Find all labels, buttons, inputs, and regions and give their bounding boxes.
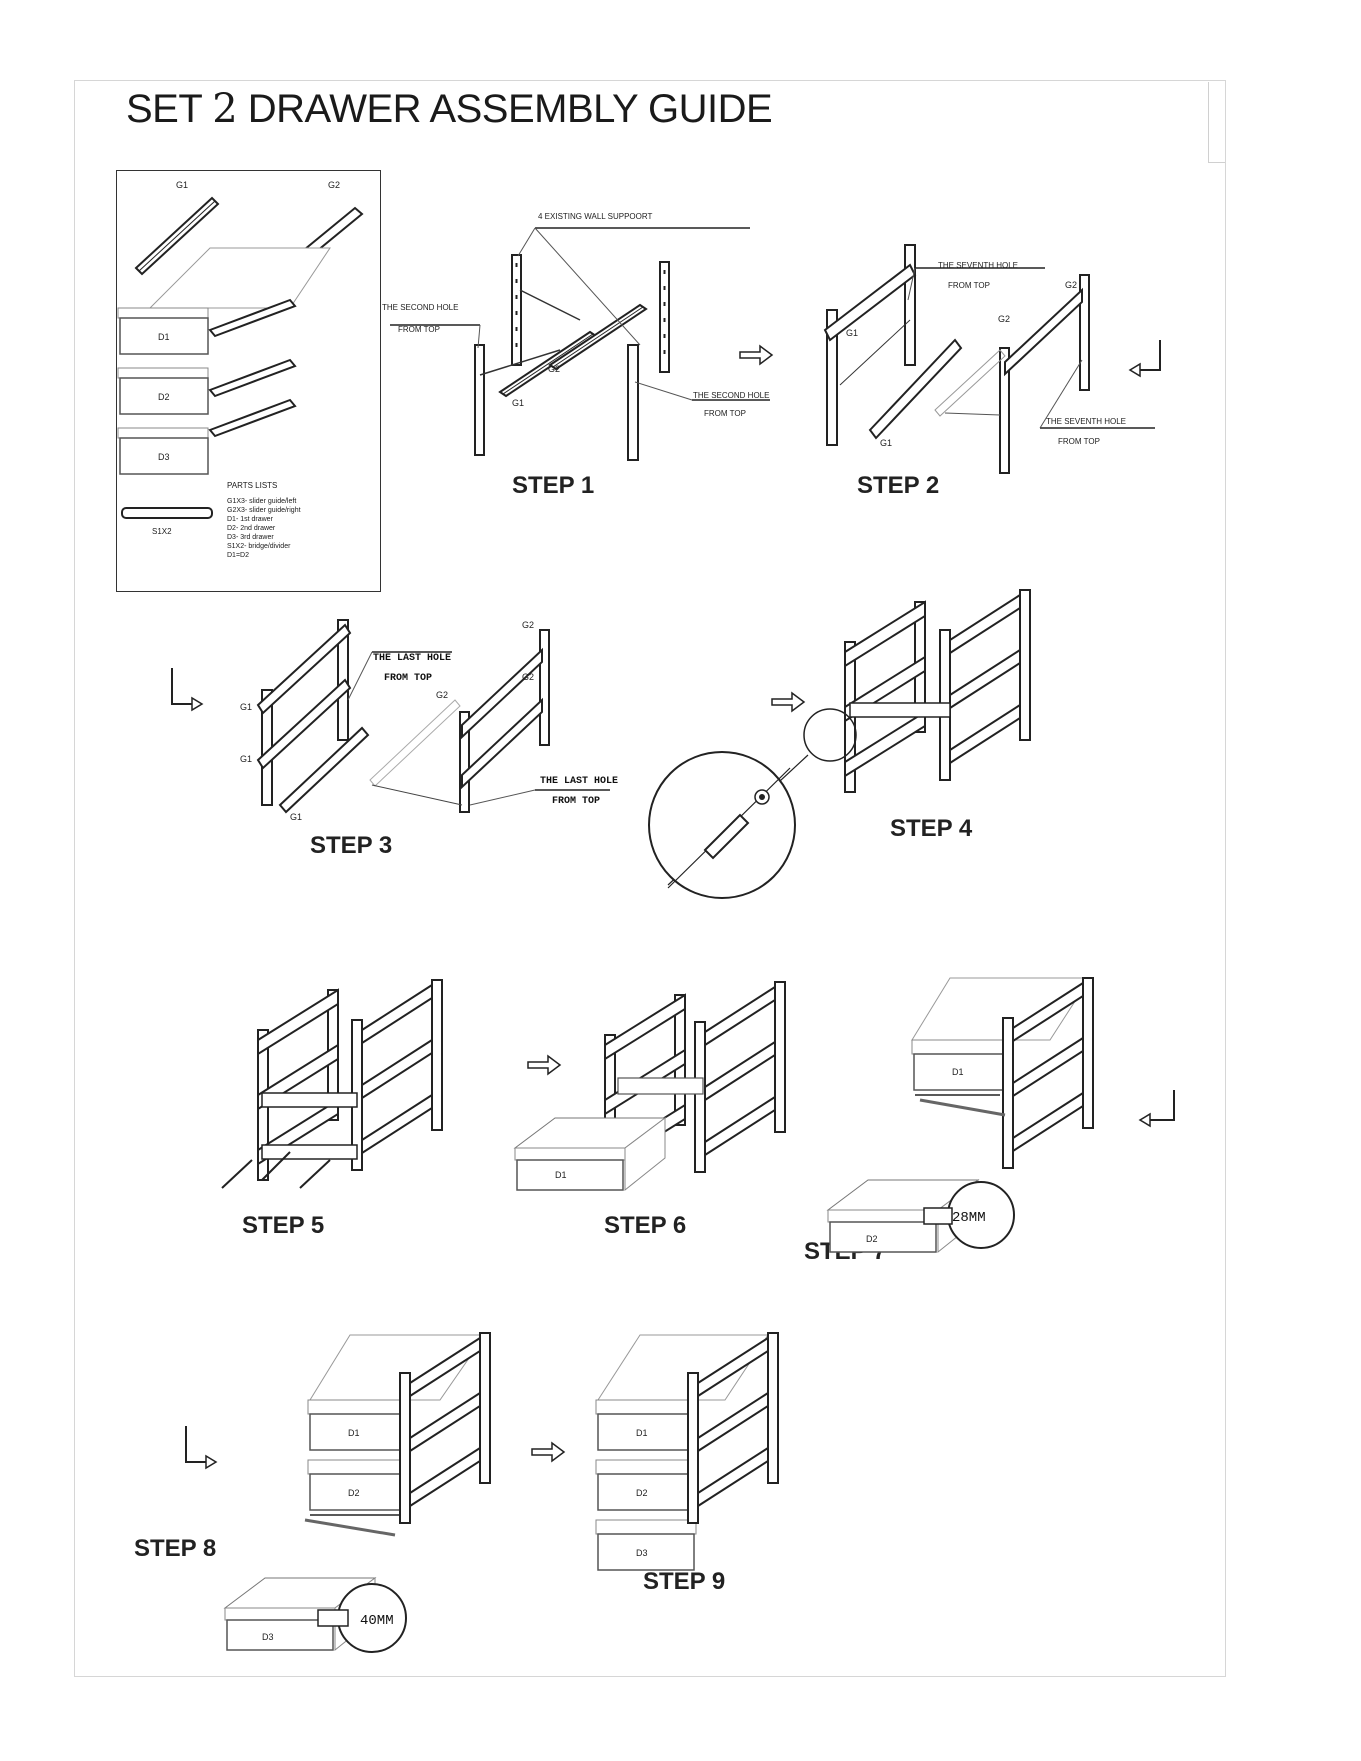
step-3-g1-label-low: G1 bbox=[290, 812, 302, 822]
step-2-g1-label: G1 bbox=[846, 328, 858, 338]
step-7-d1-label: D1 bbox=[952, 1067, 964, 1077]
step-8-d3-label: D3 bbox=[262, 1632, 274, 1642]
arrow-turn-right-icon bbox=[171, 668, 204, 712]
parts-list-box: PARTS LISTS G1X3- slider guide/left G2X3… bbox=[116, 170, 381, 592]
step-6-d1-label: D1 bbox=[555, 1170, 567, 1180]
step-1-wall-support-callout: 4 EXISTING WALL SUPPOORT bbox=[538, 212, 653, 221]
step-3-g1-label-mid: G1 bbox=[240, 754, 252, 764]
parts-list-item: S1X2- bridge/divider bbox=[227, 543, 291, 550]
step-4-drawing bbox=[648, 589, 1031, 899]
parts-d3-label: D3 bbox=[158, 452, 170, 462]
step-5-drawing bbox=[221, 979, 443, 1189]
parts-list-item: D1- 1st drawer bbox=[227, 516, 273, 523]
step-3-g2-label-low: G2 bbox=[436, 690, 448, 700]
step-6-label: STEP 6 bbox=[604, 1212, 687, 1239]
arrow-right-icon bbox=[527, 1054, 562, 1076]
step-8-drawing bbox=[224, 1332, 491, 1653]
step-3-last-hole-callout-right: THE LAST HOLE bbox=[540, 776, 618, 787]
parts-drawing bbox=[117, 196, 364, 519]
arrow-turn-right-icon bbox=[185, 1426, 218, 1470]
parts-g1-label: G1 bbox=[176, 180, 188, 190]
title-prefix: SET bbox=[126, 87, 213, 131]
step-3-g2-label: G2 bbox=[522, 620, 534, 630]
step-5-label: STEP 5 bbox=[242, 1212, 325, 1239]
parts-d1-label: D1 bbox=[158, 332, 170, 342]
step-9-d1-label: D1 bbox=[636, 1428, 648, 1438]
step-3-g1-label: G1 bbox=[240, 702, 252, 712]
parts-g2-label: G2 bbox=[328, 180, 340, 190]
step-3-from-top-callout: FROM TOP bbox=[384, 673, 432, 684]
step-7-drawing bbox=[827, 977, 1094, 1253]
arrow-return-left-icon bbox=[1128, 340, 1161, 378]
step-1-g2-label: G2 bbox=[548, 364, 560, 374]
arrow-right-icon bbox=[531, 1441, 566, 1463]
title-number: 2 bbox=[212, 86, 238, 132]
step-7-gap-callout: 28MM bbox=[952, 1210, 986, 1226]
step-4-label: STEP 4 bbox=[890, 815, 973, 842]
parts-list-item: D3- 3rd drawer bbox=[227, 534, 274, 541]
step-1-second-hole-callout: THE SECOND HOLE bbox=[382, 303, 458, 312]
step-8-d2-label: D2 bbox=[348, 1488, 360, 1498]
step-9-d3-label: D3 bbox=[636, 1548, 648, 1558]
step-8-d1-label: D1 bbox=[348, 1428, 360, 1438]
step-2-seventh-hole-callout-right: THE SEVENTH HOLE bbox=[1046, 417, 1126, 426]
step-8-label: STEP 8 bbox=[134, 1535, 217, 1562]
step-2-g1-label-lower: G1 bbox=[880, 438, 892, 448]
step-2-g2-label-lower: G2 bbox=[998, 314, 1010, 324]
parts-list-item: G2X3- slider guide/right bbox=[227, 507, 301, 514]
step-2-from-top-callout-right: FROM TOP bbox=[1058, 437, 1100, 446]
step-9-d2-label: D2 bbox=[636, 1488, 648, 1498]
step-3-last-hole-callout: THE LAST HOLE bbox=[373, 653, 451, 664]
step-3-drawing bbox=[256, 619, 610, 814]
page-edge bbox=[1208, 82, 1225, 163]
parts-list-item: D2- 2nd drawer bbox=[227, 525, 276, 532]
step-1-drawing bbox=[390, 227, 770, 461]
step-8-gap-callout: 40MM bbox=[360, 1613, 394, 1629]
step-2-drawing bbox=[823, 244, 1155, 474]
step-9-drawing bbox=[595, 1332, 779, 1571]
step-1-from-top-callout: FROM TOP bbox=[398, 325, 440, 334]
step-1-g1-label: G1 bbox=[512, 398, 524, 408]
step-2-g2-label: G2 bbox=[1065, 280, 1077, 290]
step-3-label: STEP 3 bbox=[310, 832, 393, 859]
step-1-second-hole-callout-right: THE SECOND HOLE bbox=[693, 391, 769, 400]
step-6-drawing bbox=[514, 981, 786, 1191]
step-7-d2-label: D2 bbox=[866, 1234, 878, 1244]
parts-list: G1X3- slider guide/left G2X3- slider gui… bbox=[227, 497, 301, 560]
step-9-label: STEP 9 bbox=[643, 1568, 726, 1595]
step-3-g2-label-mid: G2 bbox=[522, 672, 534, 682]
parts-s1-label: S1X2 bbox=[152, 527, 172, 536]
arrow-right-icon bbox=[739, 344, 774, 366]
step-2-from-top-callout: FROM TOP bbox=[948, 281, 990, 290]
parts-list-title: PARTS LISTS bbox=[227, 481, 278, 490]
step-3-from-top-callout-right: FROM TOP bbox=[552, 796, 600, 807]
title-suffix: DRAWER ASSEMBLY GUIDE bbox=[237, 87, 773, 131]
step-1-label: STEP 1 bbox=[512, 472, 595, 499]
step-2-label: STEP 2 bbox=[857, 472, 940, 499]
parts-d2-label: D2 bbox=[158, 392, 170, 402]
parts-list-item: G1X3- slider guide/left bbox=[227, 498, 297, 505]
page-title: SET 2 DRAWER ASSEMBLY GUIDE bbox=[126, 86, 773, 132]
step-2-seventh-hole-callout: THE SEVENTH HOLE bbox=[938, 261, 1018, 270]
arrow-right-icon bbox=[771, 691, 806, 713]
parts-list-item: D1=D2 bbox=[227, 552, 249, 559]
arrow-return-left-icon bbox=[1138, 1090, 1175, 1128]
step-1-from-top-callout-right: FROM TOP bbox=[704, 409, 746, 418]
